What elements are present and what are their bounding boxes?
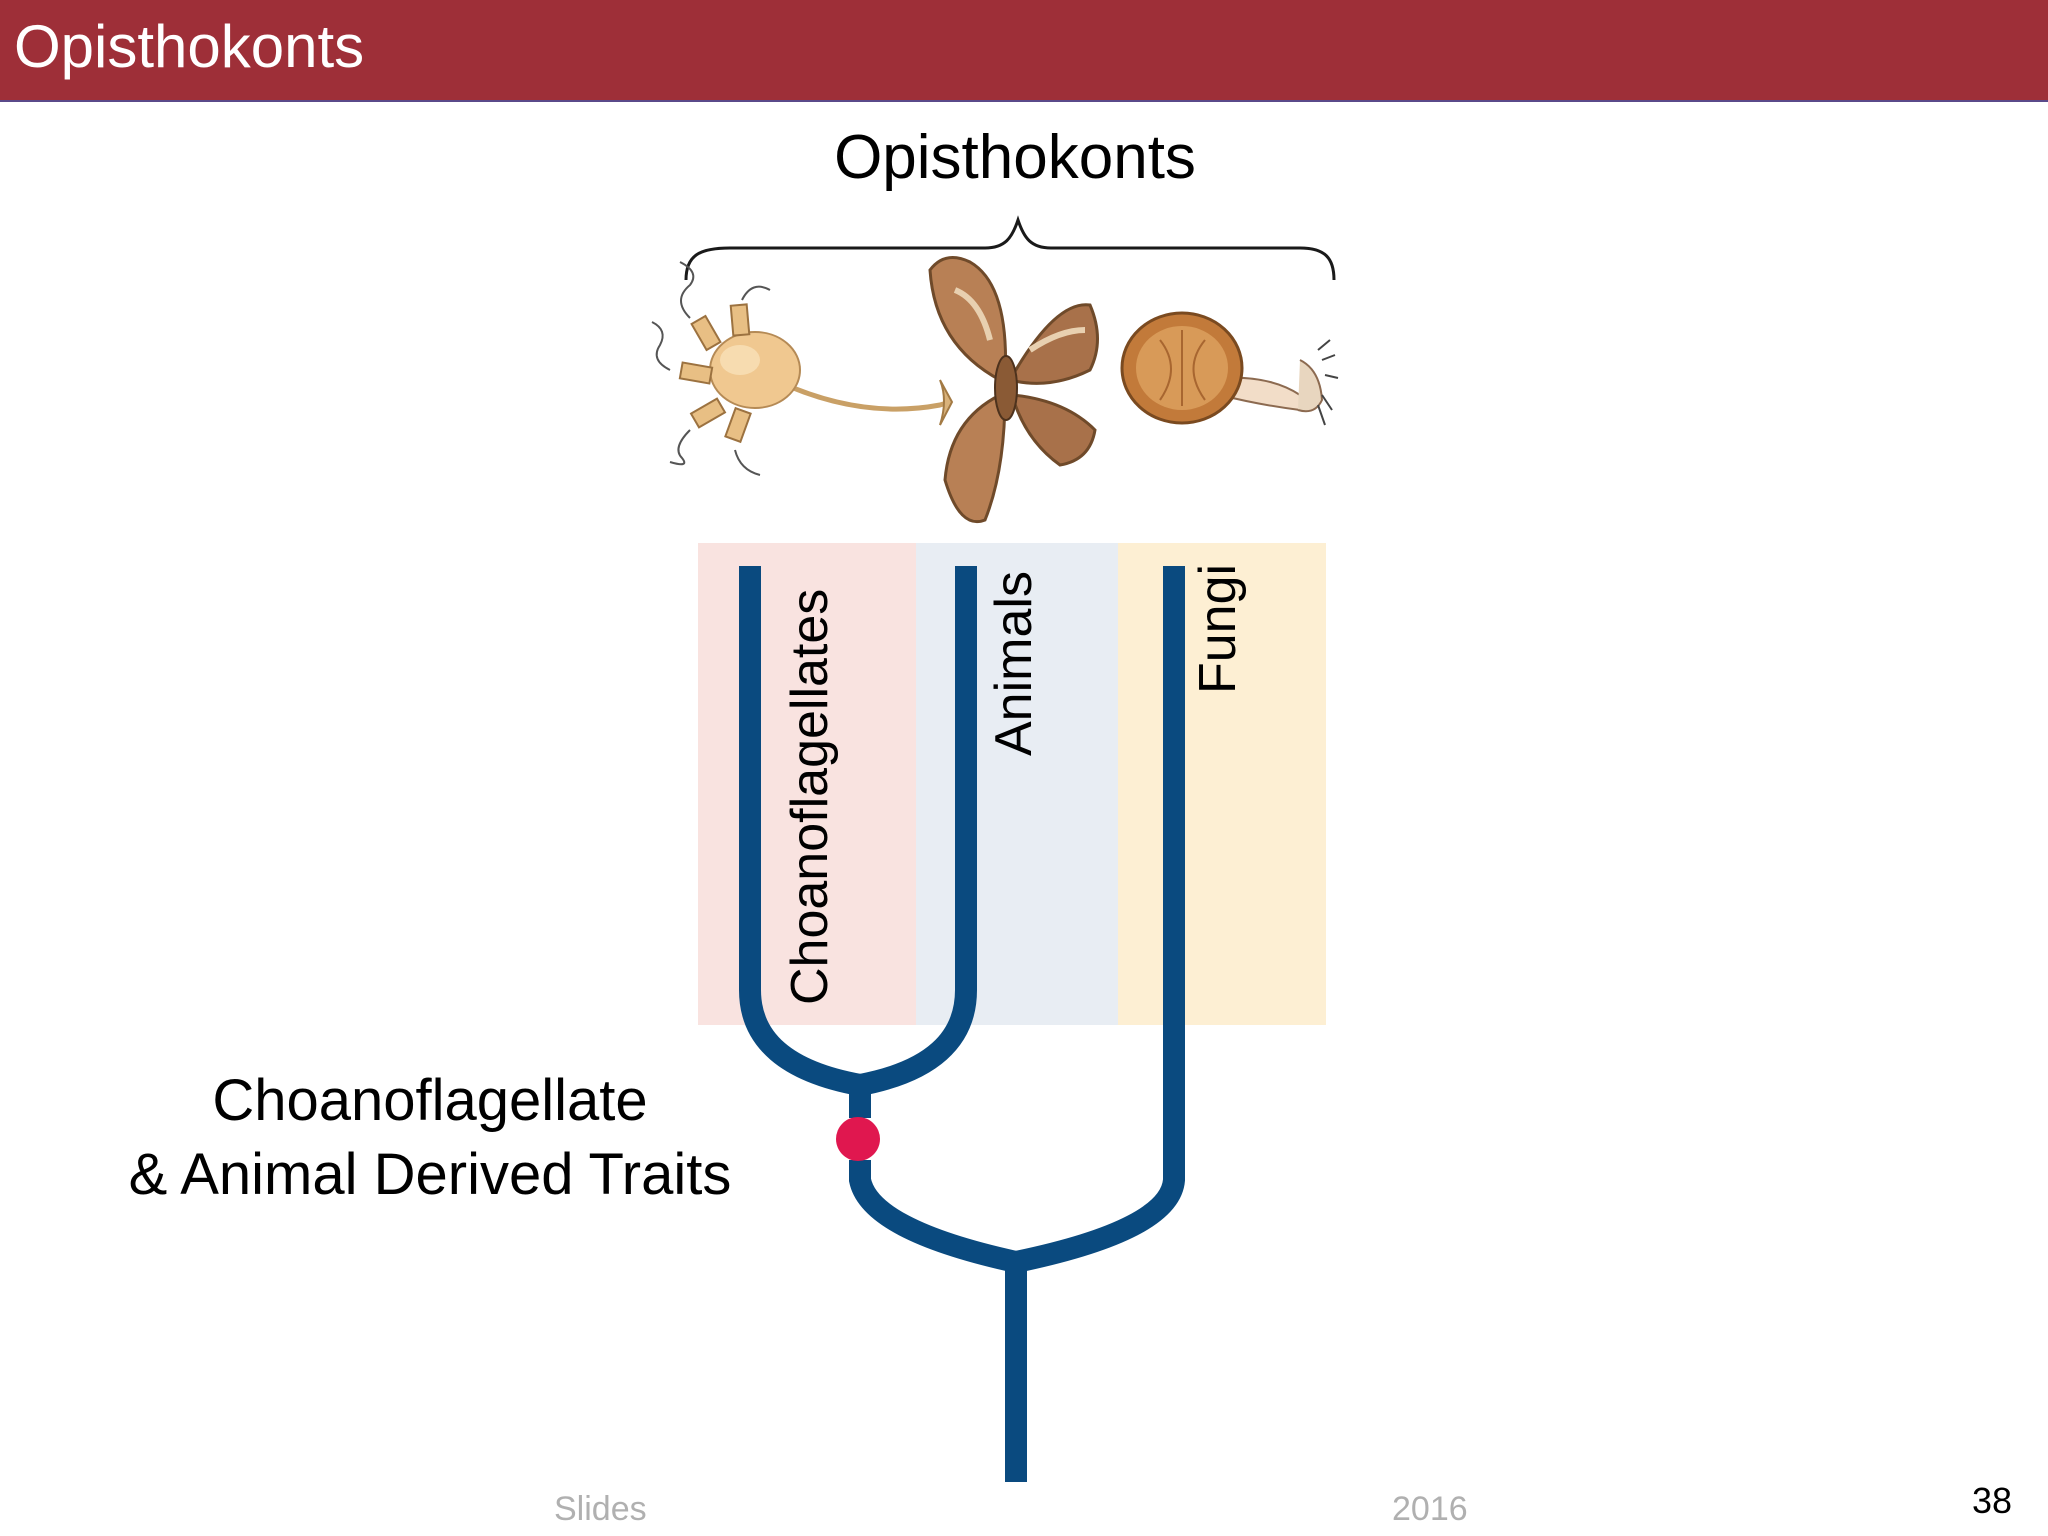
group-title: Opisthokonts	[834, 123, 1196, 192]
stem-below-marker	[849, 1160, 1019, 1273]
derived-traits-line1: Choanoflagellate	[212, 1068, 648, 1133]
choanoflagellates-band	[698, 543, 916, 1025]
clade-label-fungi: Fungi	[1189, 563, 1247, 694]
clade-label-choanoflagellates: Choanoflagellates	[781, 588, 839, 1005]
derived-traits-label: Choanoflagellate & Animal Derived Traits	[80, 1064, 780, 1212]
header-bar: Opisthokonts	[0, 0, 2048, 102]
slide-title: Opisthokonts	[14, 13, 365, 80]
derived-traits-line2: & Animal Derived Traits	[128, 1142, 732, 1207]
mushroom-illustration	[1120, 311, 1339, 426]
clade-label-animals: Animals	[985, 571, 1043, 756]
choanoflagellates-branch	[739, 566, 863, 1096]
footer-credit-left: Slides	[554, 1490, 647, 1528]
fungi-band	[1118, 543, 1326, 1025]
choanoflagellate-illustration	[651, 261, 954, 476]
derived-traits-marker	[836, 1117, 880, 1161]
slide-number: 38	[1972, 1480, 2013, 1521]
animals-band	[916, 543, 1118, 1025]
footer-credit-right: 2016	[1392, 1490, 1468, 1528]
moth-illustration	[928, 256, 1099, 523]
fungi-branch	[1013, 566, 1185, 1273]
animals-branch	[857, 566, 977, 1096]
phylogenetic-tree	[739, 566, 1185, 1482]
group-brace	[684, 215, 1336, 281]
